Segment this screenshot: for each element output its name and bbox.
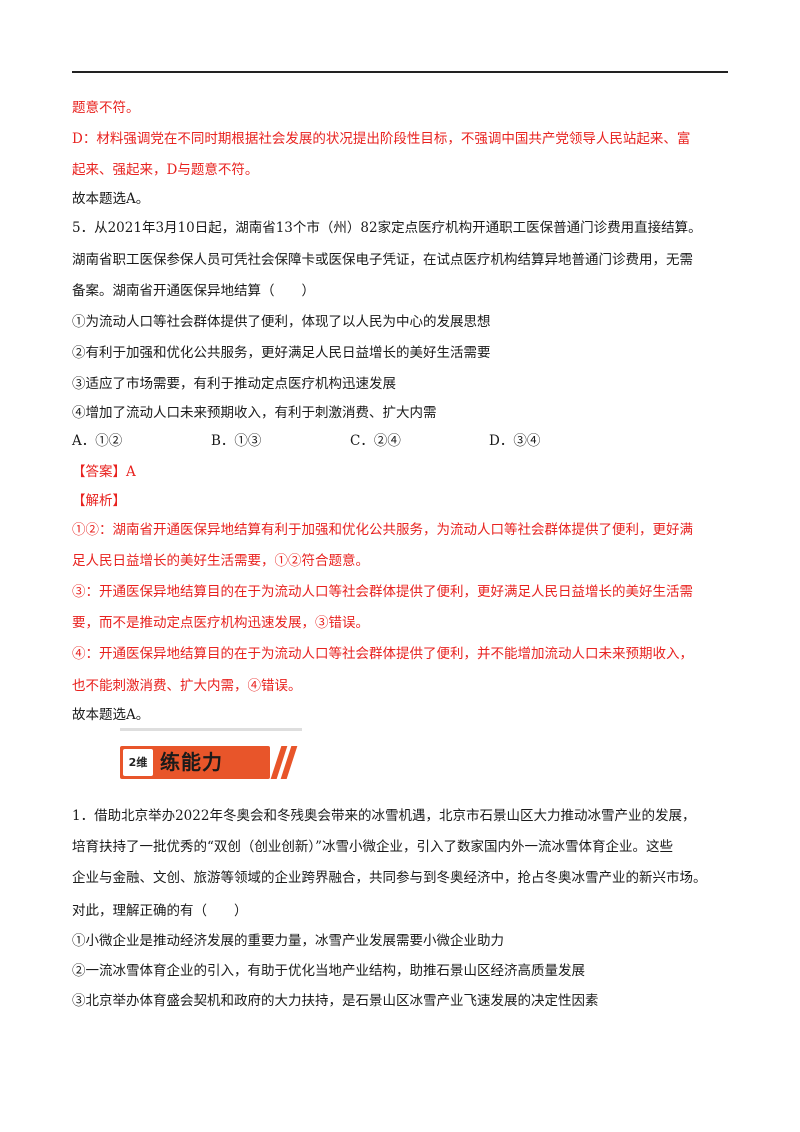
q5-options: A．①② B．①③ C．②④ D．③④	[72, 432, 628, 450]
q5-conclusion: 故本题选A。	[72, 707, 150, 723]
section-banner: 2维 练能力	[120, 728, 302, 792]
q5-stem-line2: 湖南省职工医保参保人员可凭社会保障卡或医保电子凭证，在试点医疗机构结算异地普通门…	[72, 252, 693, 268]
q5-answer: 【答案】A	[72, 464, 136, 480]
q5-analysis-line4: 要，而不是推动定点医疗机构迅速发展，③错误。	[72, 615, 369, 631]
prev-analysis-line: 题意不符。	[72, 100, 140, 116]
section-badge: 2维	[123, 749, 153, 776]
q5-option-a: A．①②	[72, 433, 123, 449]
q5-stem-line1: 5．从2021年3月10日起，湖南省13个市（州）82家定点医疗机构开通职工医保…	[72, 220, 702, 236]
q5-statement-2: ②有利于加强和优化公共服务，更好满足人民日益增长的美好生活需要	[72, 345, 491, 361]
q5-analysis-line3: ③：开通医保异地结算目的在于为流动人口等社会群体提供了便利，更好满足人民日益增长…	[72, 584, 693, 600]
q5-option-d: D．③④	[489, 433, 541, 449]
q1-statement-3: ③北京举办体育盛会契机和政府的大力扶持，是石景山区冰雪产业飞速发展的决定性因素	[72, 993, 599, 1009]
q1-statement-2: ②一流冰雪体育企业的引入，有助于优化当地产业结构，助推石景山区经济高质量发展	[72, 963, 585, 979]
q5-analysis-line2: 足人民日益增长的美好生活需要，①②符合题意。	[72, 553, 369, 569]
header-rule	[72, 71, 728, 73]
q5-statement-1: ①为流动人口等社会群体提供了便利，体现了以人民为中心的发展思想	[72, 314, 491, 330]
q5-statement-4: ④增加了流动人口未来预期收入，有利于刺激消费、扩大内需	[72, 405, 437, 421]
q5-analysis-line6: 也不能刺激消费、扩大内需，④错误。	[72, 678, 302, 694]
q5-stem-line3: 备案。湖南省开通医保异地结算（ ）	[72, 283, 315, 299]
q1-stem-line4: 对此，理解正确的有（ ）	[72, 903, 248, 919]
prev-analysis-d-line1: D：材料强调党在不同时期根据社会发展的状况提出阶段性目标，不强调中国共产党领导人…	[72, 131, 691, 147]
q1-stem-line2: 培育扶持了一批优秀的“双创（创业创新）”冰雪小微企业，引入了数家国内外一流冰雪体…	[72, 839, 674, 855]
prev-conclusion: 故本题选A。	[72, 191, 150, 207]
q5-statement-3: ③适应了市场需要，有利于推动定点医疗机构迅速发展	[72, 376, 396, 392]
q1-stem-line3: 企业与金融、文创、旅游等领域的企业跨界融合，共同参与到冬奥经济中，抢占冬奥冰雪产…	[72, 870, 707, 886]
q5-analysis-line5: ④：开通医保异地结算目的在于为流动人口等社会群体提供了便利，并不能增加流动人口未…	[72, 646, 693, 662]
prev-analysis-d-line2: 起来、强起来，D与题意不符。	[72, 162, 259, 178]
q5-option-c: C．②④	[350, 433, 401, 449]
q5-analysis-label: 【解析】	[72, 493, 126, 509]
q5-analysis-line1: ①②：湖南省开通医保异地结算有利于加强和优化公共服务，为流动人口等社会群体提供了…	[72, 522, 693, 538]
section-title: 练能力	[160, 750, 223, 774]
banner-top-rule	[120, 728, 302, 731]
q5-option-b: B．①③	[211, 433, 262, 449]
q1-stem-line1: 1．借助北京举办2022年冬奥会和冬残奥会带来的冰雪机遇，北京市石景山区大力推动…	[72, 808, 696, 824]
q1-statement-1: ①小微企业是推动经济发展的重要力量，冰雪产业发展需要小微企业助力	[72, 933, 504, 949]
